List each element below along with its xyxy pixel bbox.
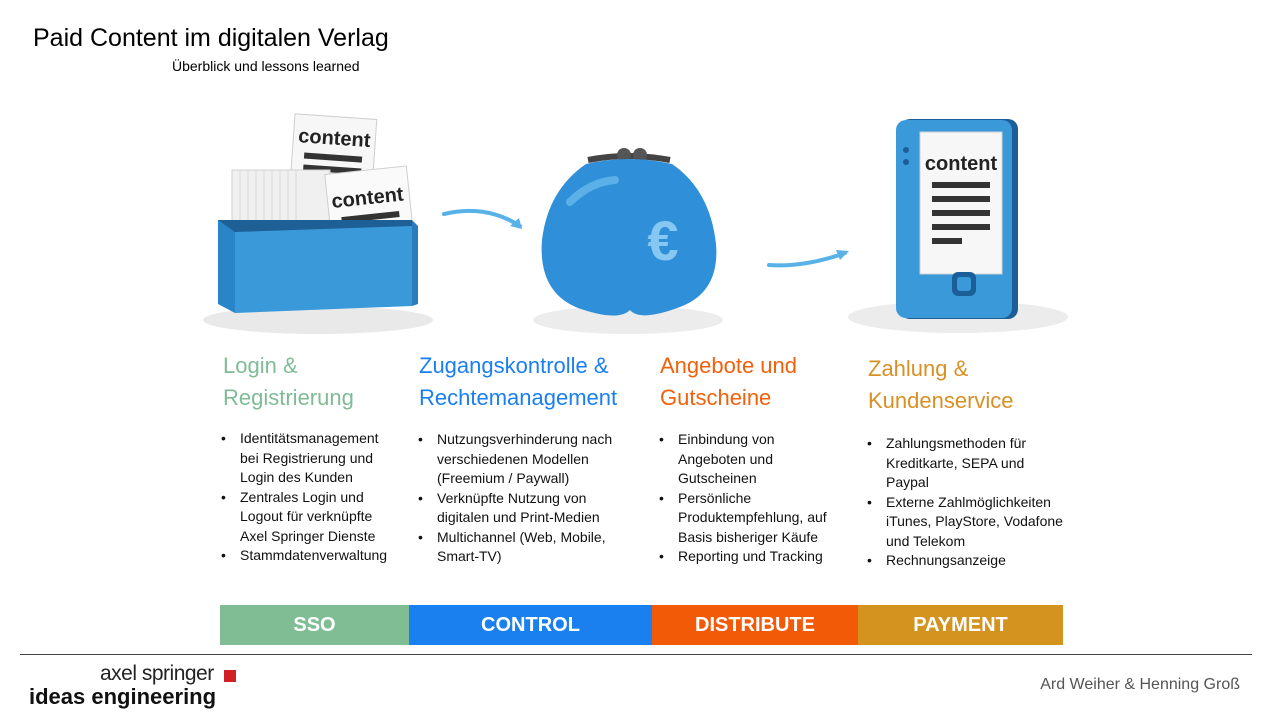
list-item: Stammdatenverwaltung xyxy=(221,546,387,566)
content-box-illustration: content content xyxy=(203,113,433,334)
tablet-illustration: content xyxy=(848,119,1068,333)
list-item: Multichannel (Web, Mobile,Smart-TV) xyxy=(418,528,612,567)
footer-divider xyxy=(20,654,1252,655)
tablet-card-label: content xyxy=(925,153,998,175)
bar-control: CONTROL xyxy=(409,605,652,645)
logo-text-bottom: ideas engineering xyxy=(29,684,217,709)
list-item: Rechnungsanzeige xyxy=(867,551,1063,571)
column-title-payment: Zahlung & Kundenservice xyxy=(868,356,1014,413)
arrow-right-icon xyxy=(767,250,849,268)
back-card-label: content xyxy=(298,125,372,152)
footer-authors: Ard Weiher & Henning Groß xyxy=(1040,676,1240,693)
column-title-distribute: Angebote und Gutscheine xyxy=(660,353,798,410)
page-title: Paid Content im digitalen Verlag xyxy=(33,24,389,52)
purse-illustration: € xyxy=(533,148,723,334)
euro-icon: € xyxy=(647,209,678,272)
logo-square-icon xyxy=(224,670,236,682)
arrow-right-icon xyxy=(442,208,522,229)
column-title-login: Login & Registrierung xyxy=(223,353,354,410)
bar-distribute: DISTRIBUTE xyxy=(652,605,858,645)
bar-payment: PAYMENT xyxy=(858,605,1063,645)
column-title-control: Zugangskontrolle & Rechtemanagement xyxy=(419,353,618,410)
page-subtitle: Überblick und lessons learned xyxy=(172,58,360,74)
bar-sso: SSO xyxy=(220,605,409,645)
list-item: Reporting und Tracking xyxy=(659,547,827,567)
logo-text-top: axel springer xyxy=(100,662,214,685)
